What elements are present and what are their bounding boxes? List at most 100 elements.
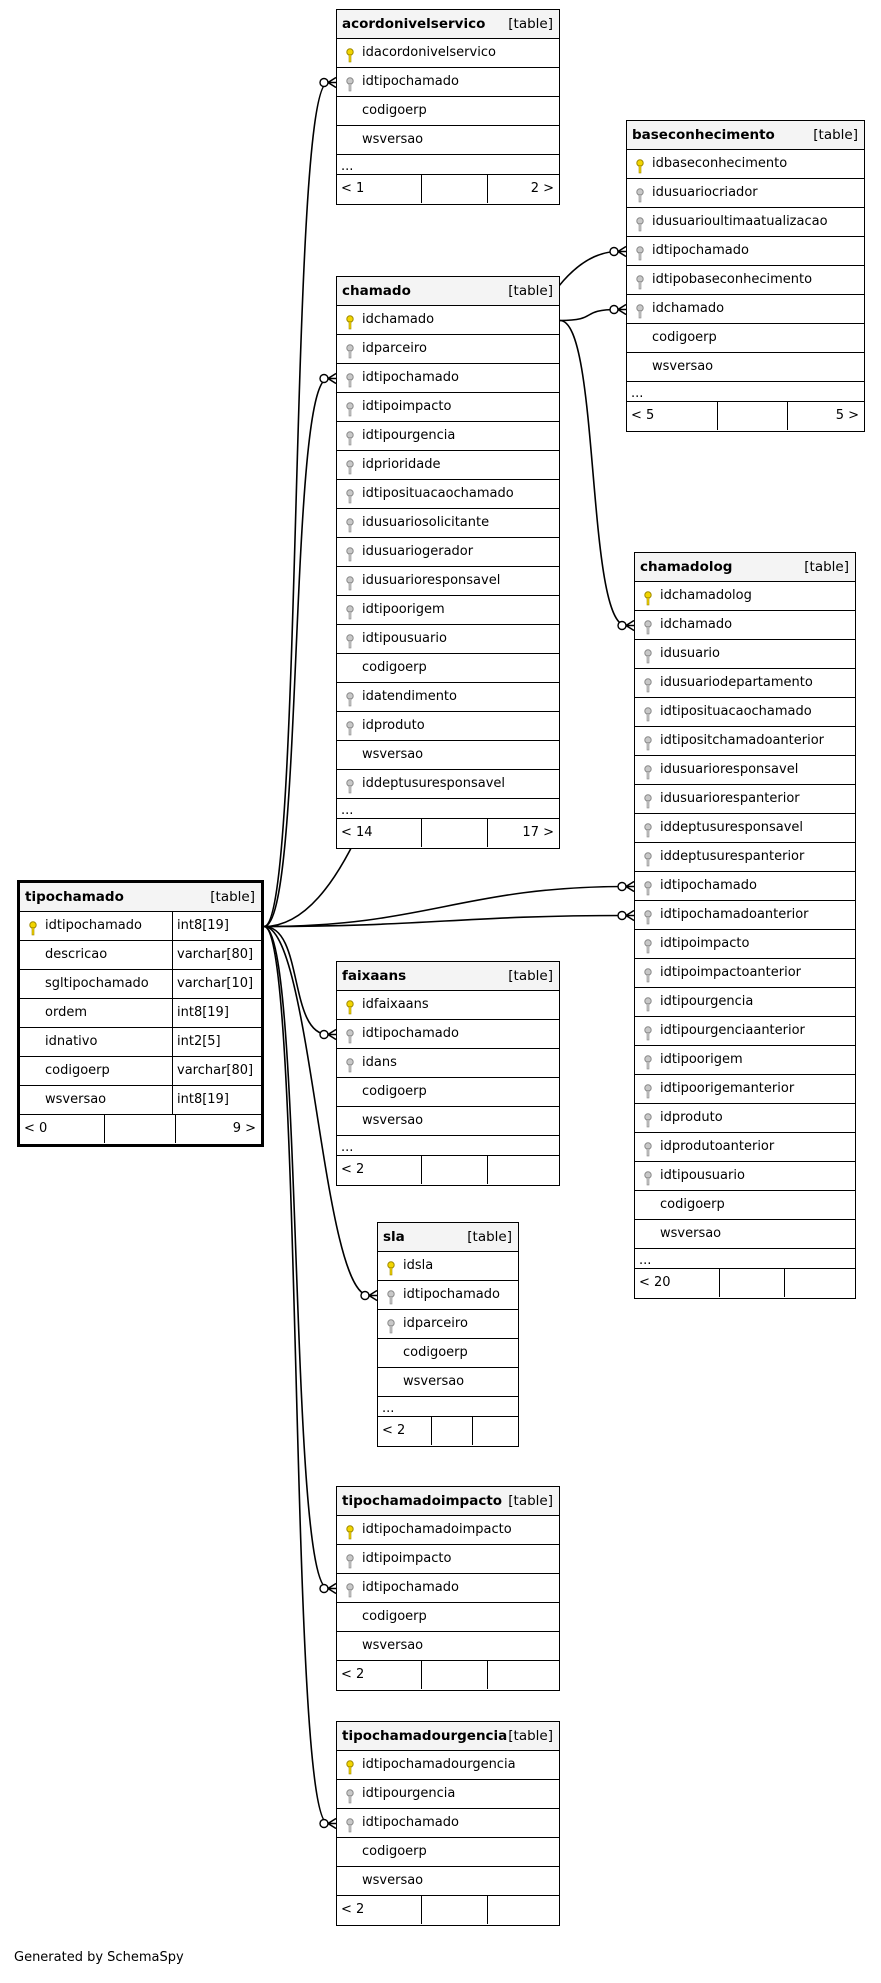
column-row[interactable]: idusuariorespanterior	[635, 785, 855, 814]
child-count[interactable]	[488, 1156, 559, 1184]
column-row[interactable]: idchamado	[635, 611, 855, 640]
child-count[interactable]: 2 >	[530, 181, 554, 196]
column-row[interactable]: iddeptusuresponsavel	[337, 770, 559, 799]
column-row[interactable]: idtipoimpacto	[635, 930, 855, 959]
column-row[interactable]: idtipochamadourgencia	[337, 1751, 559, 1780]
column-row[interactable]: idprioridade	[337, 451, 559, 480]
column-row[interactable]: idprodutoanterior	[635, 1133, 855, 1162]
column-row[interactable]: idatendimento	[337, 683, 559, 712]
column-row[interactable]: idtipousuario	[337, 625, 559, 654]
column-row[interactable]: idtipochamado	[337, 68, 559, 97]
column-row[interactable]: idusuariosolicitante	[337, 509, 559, 538]
column-row[interactable]: idfaixaans	[337, 991, 559, 1020]
child-count[interactable]: 17 >	[522, 825, 554, 840]
column-row[interactable]: idparceiro	[337, 335, 559, 364]
column-row[interactable]: idtiposituacaochamado	[635, 698, 855, 727]
column-row[interactable]: idusuario	[635, 640, 855, 669]
column-row[interactable]: idchamadolog	[635, 582, 855, 611]
column-row[interactable]: idtipoorigem	[337, 596, 559, 625]
column-row[interactable]: idtipoorigem	[635, 1046, 855, 1075]
parent-count[interactable]: < 20	[639, 1275, 671, 1290]
parent-count[interactable]: < 1	[341, 181, 365, 196]
column-row[interactable]: wsversao	[635, 1220, 855, 1249]
column-row[interactable]: idchamado	[337, 306, 559, 335]
column-row[interactable]: iddeptusuresponsavel	[635, 814, 855, 843]
column-row[interactable]: idusuariogerador	[337, 538, 559, 567]
column-row[interactable]: idtipourgencia	[635, 988, 855, 1017]
column-row[interactable]: wsversao	[337, 1632, 559, 1661]
column-row[interactable]: idtipochamado	[337, 364, 559, 393]
column-row[interactable]: wsversao	[337, 126, 559, 155]
child-count[interactable]	[488, 1896, 559, 1924]
column-row[interactable]: codigoerp	[635, 1191, 855, 1220]
column-row[interactable]: idbaseconhecimento	[627, 150, 864, 179]
table-baseconhecimento[interactable]: baseconhecimento[table]idbaseconheciment…	[626, 120, 865, 432]
parent-count[interactable]: < 5	[631, 408, 655, 423]
column-row[interactable]: idparceiro	[378, 1310, 518, 1339]
column-row[interactable]: idtipochamado	[337, 1809, 559, 1838]
column-row[interactable]: idtipochamadoimpacto	[337, 1516, 559, 1545]
column-row[interactable]: codigoerp	[337, 1078, 559, 1107]
column-row[interactable]: idusuarioresponsavel	[337, 567, 559, 596]
column-row[interactable]: idtipourgenciaanterior	[635, 1017, 855, 1046]
child-count[interactable]	[473, 1417, 518, 1445]
column-row[interactable]: wsversao	[627, 353, 864, 382]
column-row[interactable]: idusuarioresponsavel	[635, 756, 855, 785]
column-row[interactable]: idusuariocriador	[627, 179, 864, 208]
column-row[interactable]: idans	[337, 1049, 559, 1078]
child-count[interactable]	[785, 1269, 855, 1297]
column-row[interactable]: idtipochamado	[378, 1281, 518, 1310]
column-row[interactable]: idusuariodepartamento	[635, 669, 855, 698]
column-row[interactable]: idtipoorigemanterior	[635, 1075, 855, 1104]
child-count[interactable]	[488, 1661, 559, 1689]
column-row[interactable]: codigoerp	[627, 324, 864, 353]
column-row[interactable]: wsversao	[337, 1107, 559, 1136]
table-tipochamadoimpacto[interactable]: tipochamadoimpacto[table]idtipochamadoim…	[336, 1486, 560, 1691]
column-row[interactable]: idusuarioultimaatualizacao	[627, 208, 864, 237]
column-row[interactable]: idproduto	[337, 712, 559, 741]
column-row[interactable]: codigoerp	[378, 1339, 518, 1368]
column-row[interactable]: idtipoimpacto	[337, 1545, 559, 1574]
parent-count[interactable]: < 0	[24, 1121, 48, 1136]
column-row[interactable]: idtipochamado	[635, 872, 855, 901]
column-row[interactable]: idtipourgencia	[337, 422, 559, 451]
parent-count[interactable]: < 14	[341, 825, 373, 840]
column-row[interactable]: idtipositchamadoanterior	[635, 727, 855, 756]
child-count[interactable]: 5 >	[835, 408, 859, 423]
column-row[interactable]: idtipochamadoanterior	[635, 901, 855, 930]
column-row[interactable]: idtipoimpacto	[337, 393, 559, 422]
parent-count[interactable]: < 2	[382, 1423, 406, 1438]
column-row[interactable]: iddeptusurespanterior	[635, 843, 855, 872]
column-row[interactable]: codigoerp	[337, 1838, 559, 1867]
parent-count[interactable]: < 2	[341, 1667, 365, 1682]
column-row[interactable]: codigoerp	[337, 654, 559, 683]
column-row[interactable]: wsversao	[378, 1368, 518, 1397]
column-row[interactable]: idtiposituacaochamado	[337, 480, 559, 509]
table-tipochamadourgencia[interactable]: tipochamadourgencia[table]idtipochamadou…	[336, 1721, 560, 1926]
column-row[interactable]: codigoerp	[337, 1603, 559, 1632]
column-row[interactable]: idtipoimpactoanterior	[635, 959, 855, 988]
column-row[interactable]: wsversao	[337, 1867, 559, 1896]
column-row[interactable]: idsla	[378, 1252, 518, 1281]
column-row[interactable]: idtipousuario	[635, 1162, 855, 1191]
column-row[interactable]: idtipochamado	[337, 1574, 559, 1603]
column-row[interactable]: idtipochamado	[627, 237, 864, 266]
parent-count[interactable]: < 2	[341, 1162, 365, 1177]
column-row[interactable]: idproduto	[635, 1104, 855, 1133]
table-acordonivelservico[interactable]: acordonivelservico[table]idacordonivelse…	[336, 9, 560, 205]
column-row[interactable]: idtipourgencia	[337, 1780, 559, 1809]
column-row[interactable]: codigoerp	[337, 97, 559, 126]
column-row[interactable]: idchamado	[627, 295, 864, 324]
column-row[interactable]: wsversao	[337, 741, 559, 770]
